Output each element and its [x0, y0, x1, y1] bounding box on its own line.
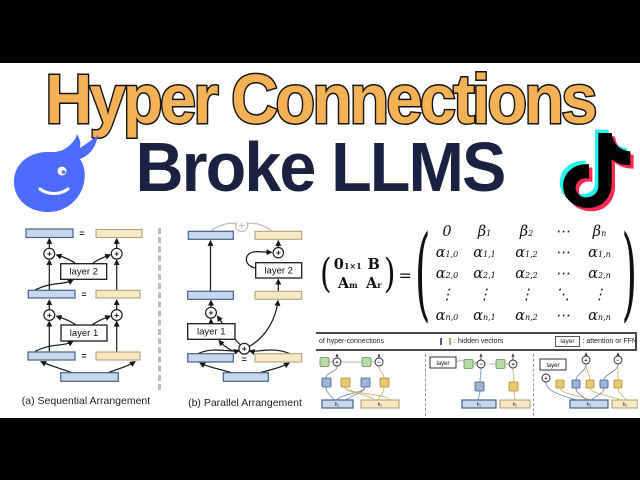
h2-label: h₂ [623, 402, 628, 408]
h1-label: h₁ [477, 402, 482, 408]
panel-separator [533, 354, 534, 416]
layer1-label: layer 1 [70, 328, 99, 339]
diagram-parallel: + + + = layer 2 layer 1 (b) Parallel Arr… [187, 222, 303, 409]
matrix-cell: β2 [519, 224, 534, 240]
matrix-cell: ⋯ [555, 245, 570, 261]
open-paren: ( [414, 216, 431, 334]
yellow-swatch [448, 338, 451, 345]
lhs-block-matrix: 01×1 B Am Ar [332, 256, 384, 294]
blue-swatch [439, 338, 442, 345]
legend-hidden-text: : hidden vectors [453, 338, 504, 345]
diagram-sequential: = = = + + + + layer 2 layer 1 (a) Sequen… [22, 228, 150, 407]
matrix-cell: 01×1 [333, 256, 362, 273]
plus-node: + [544, 376, 547, 382]
matrix-cell: βn [592, 224, 607, 240]
open-paren: ( [320, 250, 332, 298]
matrix-cell: ⋮ [519, 287, 534, 303]
matrix-cell: αn,0 [435, 308, 459, 324]
layer-box-label: layer [436, 361, 449, 367]
matrix-cell: α1,0 [435, 245, 459, 261]
matrix-cell: 0 [442, 224, 452, 240]
plus-node: + [242, 344, 247, 354]
rhs-matrix: 0 β1 β2 ⋯ βn α1,0 α1,1 α1,2 ⋯ α1,n α2,0 … [430, 223, 621, 328]
equals-sign: = [242, 355, 247, 365]
matrix-cell: Ar [365, 275, 382, 292]
caption-a: (a) Sequential Arrangement [22, 395, 150, 407]
equals-sign: = [398, 265, 412, 285]
deepseek-whale-icon [13, 134, 98, 213]
matrix-cell: ⋮ [439, 287, 455, 303]
layer2-label: layer 2 [264, 265, 293, 276]
matrix-cell: ⋮ [592, 287, 607, 303]
plus-node: + [209, 308, 214, 318]
panel-layer-output: layer − + h₁ h₂ [429, 353, 531, 409]
plus-node: + [114, 310, 119, 320]
matrix-cell: α2,n [588, 266, 611, 282]
h1-label: h₁ [587, 402, 592, 408]
h2-label: h₂ [513, 402, 518, 408]
content-panel: Hyper Connections Broke LLMS [0, 59, 640, 418]
title-line-1: Hyper Connections [44, 59, 599, 140]
matrix-cell: β1 [477, 224, 492, 240]
close-paren: ) [621, 216, 638, 334]
matrix-cell: Am [337, 275, 358, 292]
legend-layer-box: layer [555, 336, 580, 347]
layer-box-label: layer [546, 363, 559, 369]
matrix-cell: B [367, 256, 380, 273]
hyper-connection-matrix-equation: ( 01×1 B Am Ar ) = ( 0 β1 β2 ⋯ βn α1,0 α… [320, 215, 639, 335]
h2-label: h₂ [378, 402, 383, 408]
hyper-connection-panels: + − h₁ h₂ [318, 352, 640, 418]
panel-separator [425, 354, 426, 416]
matrix-cell: ⋯ [555, 308, 570, 324]
layer2-label: layer 2 [69, 267, 98, 278]
matrix-cell: ⋯ [555, 224, 570, 240]
matrix-cell: αn,n [588, 308, 611, 324]
matrix-cell: α1,n [588, 245, 611, 261]
panel-depth-connections: + − h₁ h₂ [319, 353, 400, 409]
plus-node: + [335, 360, 338, 366]
minus-node: − [377, 360, 380, 366]
matrix-cell: αn,1 [473, 308, 496, 324]
equals-sign: = [81, 351, 86, 361]
matrix-cell: α1,1 [473, 245, 496, 261]
close-paren: ) [383, 250, 396, 298]
panel-width-connections: layer + + − h₁ h₂ [539, 352, 638, 409]
matrix-cell: αn,2 [515, 308, 538, 324]
matrix-cell: α2,1 [473, 266, 496, 282]
minus-node: − [616, 358, 619, 364]
matrix-cell: α2,2 [515, 266, 538, 282]
matrix-cell: α2,0 [435, 266, 459, 282]
h1-label: h₁ [335, 402, 340, 408]
plus-node: + [511, 362, 514, 368]
tiktok-icon [559, 129, 634, 212]
plus-node: + [584, 358, 587, 364]
plus-node: + [47, 310, 52, 320]
title-line-2: Broke LLMS [135, 128, 507, 206]
minus-node: − [479, 362, 482, 368]
plus-node: + [114, 249, 119, 259]
matrix-cell: ⋮ [477, 287, 492, 303]
matrix-cell: ⋱ [555, 287, 570, 303]
equals-sign: = [81, 290, 86, 300]
figure-legend: of hyper-connections : hidden vectors la… [316, 332, 637, 351]
matrix-cell: ⋯ [555, 266, 570, 282]
diagram-separator [158, 228, 161, 390]
legend-layer-text: : attention or FFN [582, 338, 637, 345]
caption-b: (b) Parallel Arrangement [188, 397, 302, 409]
layer1-label: layer 1 [197, 327, 226, 338]
equals-sign: = [79, 229, 84, 239]
plus-node: + [47, 249, 52, 259]
plus-node: + [276, 248, 281, 258]
legend-weights-text: of hyper-connections [319, 338, 384, 345]
matrix-cell: α1,2 [515, 245, 538, 261]
